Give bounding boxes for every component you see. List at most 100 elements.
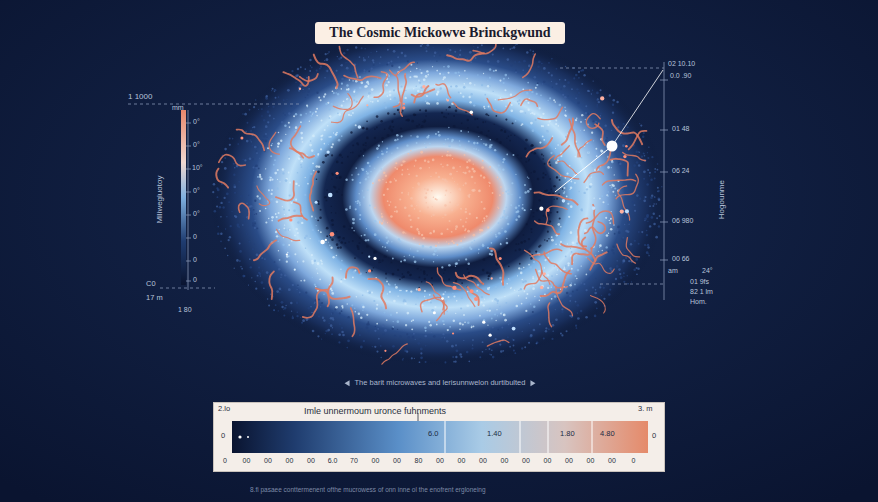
speckle bbox=[354, 257, 356, 259]
speckle bbox=[506, 154, 508, 156]
speckle bbox=[471, 347, 473, 349]
speckle bbox=[239, 260, 241, 262]
speckle bbox=[358, 155, 360, 157]
speckle bbox=[500, 129, 502, 131]
speckle bbox=[276, 216, 278, 218]
speckle bbox=[388, 62, 390, 64]
speckle bbox=[612, 104, 614, 106]
speckle bbox=[481, 166, 484, 169]
speckle bbox=[302, 319, 305, 322]
speckle bbox=[425, 146, 427, 148]
speckle bbox=[361, 328, 363, 330]
speckle bbox=[288, 144, 289, 145]
speckle bbox=[382, 246, 383, 247]
speckle bbox=[408, 214, 410, 216]
speckle bbox=[547, 274, 549, 276]
speckle bbox=[325, 53, 327, 55]
speckle bbox=[518, 205, 520, 207]
speckle bbox=[276, 235, 278, 237]
speckle bbox=[237, 224, 240, 227]
speckle bbox=[320, 306, 321, 307]
speckle bbox=[419, 277, 421, 279]
speckle bbox=[415, 160, 417, 162]
speckle bbox=[355, 201, 356, 202]
speckle bbox=[321, 302, 323, 304]
speckle bbox=[574, 129, 576, 131]
speckle bbox=[529, 323, 530, 324]
speckle bbox=[302, 260, 304, 262]
speckle bbox=[397, 56, 399, 58]
speckle bbox=[244, 113, 247, 116]
speckle bbox=[586, 289, 588, 291]
speckle bbox=[229, 144, 231, 146]
speckle bbox=[483, 176, 485, 178]
speckle bbox=[326, 70, 328, 72]
speckle bbox=[557, 159, 559, 161]
speckle bbox=[525, 112, 527, 114]
speckle bbox=[643, 153, 645, 155]
speckle bbox=[643, 200, 646, 203]
speckle bbox=[265, 147, 267, 149]
speckle bbox=[567, 243, 568, 244]
speckle bbox=[576, 278, 578, 280]
speckle bbox=[332, 319, 334, 321]
speckle bbox=[568, 265, 570, 267]
speckle bbox=[395, 162, 397, 164]
speckle bbox=[392, 258, 394, 260]
speckle bbox=[566, 330, 568, 332]
speckle bbox=[359, 218, 361, 220]
speckle bbox=[279, 236, 280, 237]
speckle bbox=[530, 335, 533, 338]
speckle bbox=[576, 242, 578, 244]
speckle bbox=[252, 248, 254, 250]
speckle bbox=[250, 266, 252, 268]
speckle bbox=[224, 148, 227, 151]
speckle bbox=[564, 114, 566, 116]
speckle bbox=[532, 145, 534, 147]
speckle bbox=[340, 65, 341, 66]
speckle bbox=[307, 94, 309, 96]
speckle bbox=[430, 324, 432, 326]
speckle bbox=[611, 249, 614, 252]
speckle bbox=[488, 106, 490, 108]
speckle bbox=[421, 304, 423, 306]
speckle bbox=[259, 197, 261, 199]
speckle bbox=[616, 134, 617, 135]
speckle bbox=[267, 202, 268, 203]
speckle bbox=[366, 245, 368, 247]
speckle bbox=[526, 293, 528, 295]
speckle bbox=[295, 126, 298, 129]
speckle bbox=[282, 206, 283, 207]
speckle bbox=[612, 111, 614, 113]
speckle bbox=[382, 179, 383, 180]
speckle bbox=[512, 338, 513, 339]
speckle bbox=[607, 251, 609, 253]
speckle bbox=[636, 161, 639, 164]
speckle bbox=[386, 242, 388, 244]
speckle bbox=[225, 228, 226, 229]
speckle bbox=[223, 197, 225, 199]
speckle bbox=[644, 244, 646, 246]
speckle bbox=[503, 212, 505, 214]
speckle bbox=[331, 212, 332, 213]
speckle bbox=[577, 312, 578, 313]
speckle bbox=[323, 319, 326, 322]
speckle bbox=[533, 212, 535, 214]
speckle bbox=[530, 113, 531, 114]
speckle bbox=[347, 156, 349, 158]
speckle bbox=[288, 244, 290, 246]
speckle bbox=[344, 242, 346, 244]
speckle bbox=[418, 79, 420, 81]
speckle bbox=[578, 191, 580, 193]
speckle bbox=[291, 70, 293, 72]
speckle bbox=[444, 214, 446, 216]
speckle bbox=[241, 268, 243, 270]
speckle bbox=[429, 232, 431, 234]
speckle bbox=[483, 304, 485, 306]
speckle bbox=[623, 251, 626, 254]
speckle bbox=[464, 154, 466, 156]
speckle bbox=[556, 68, 558, 70]
speckle bbox=[412, 187, 413, 188]
speckle bbox=[249, 139, 251, 141]
speckle bbox=[368, 330, 370, 332]
